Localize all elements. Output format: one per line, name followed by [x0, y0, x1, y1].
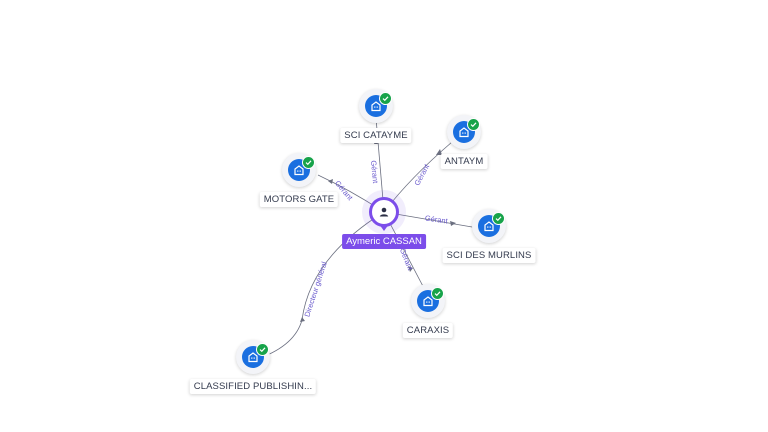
company-label: ANTAYM — [440, 154, 488, 169]
arrow-icon — [300, 317, 305, 322]
edge-label-sci-des-murlins: Gérant — [424, 213, 449, 225]
company-label: CLASSIFIED PUBLISHIN... — [189, 379, 317, 394]
pin-tip — [379, 224, 389, 231]
arrow-icon — [328, 179, 333, 184]
edge-label-caraxis: Gérant — [398, 247, 415, 272]
verified-check-icon — [467, 118, 480, 131]
verified-check-icon — [302, 156, 315, 169]
person-label: Aymeric CASSAN — [342, 234, 426, 249]
company-label: MOTORS GATE — [259, 192, 339, 207]
person-icon — [369, 197, 399, 227]
arrow-icon — [436, 149, 442, 155]
edge-label-classified-publishing: Directeur général — [302, 260, 328, 318]
edge-label-sci-catayme: Gérant — [369, 160, 380, 185]
verified-check-icon — [431, 287, 444, 300]
company-label: SCI CATAYME — [340, 128, 412, 143]
verified-check-icon — [492, 212, 505, 225]
company-label: SCI DES MURLINS — [442, 248, 536, 263]
arrow-icon — [450, 221, 456, 226]
edge-sci-des-murlins[interactable]: Gérant — [383, 211, 479, 229]
edge-label-antaym: Gérant — [412, 162, 431, 187]
verified-check-icon — [379, 92, 392, 105]
company-label: CARAXIS — [402, 323, 454, 338]
verified-check-icon — [256, 343, 269, 356]
arrow-icon — [408, 266, 413, 272]
